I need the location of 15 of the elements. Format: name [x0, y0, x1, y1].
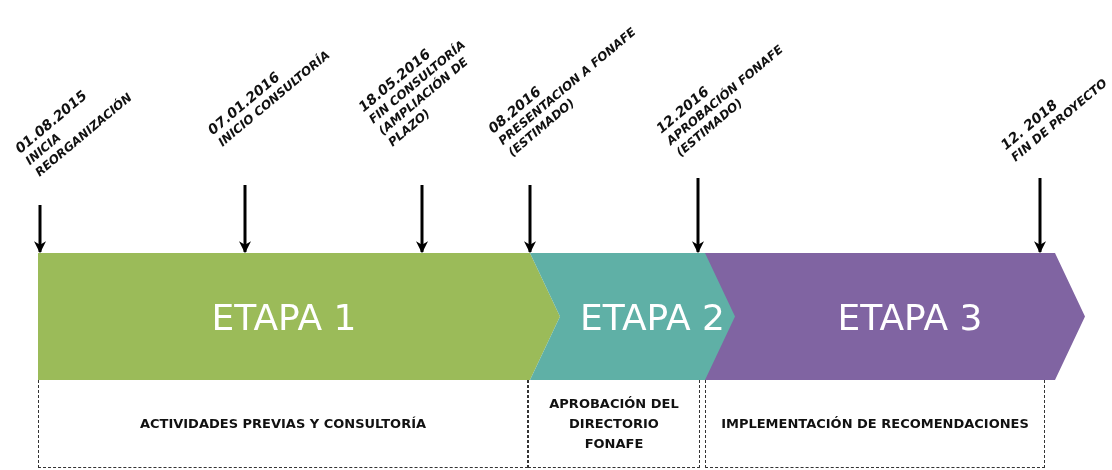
stage-description-box — [705, 380, 1045, 468]
arrow — [1034, 178, 1046, 254]
stage-description-box — [38, 380, 528, 468]
arrow — [524, 185, 536, 254]
arrow — [239, 185, 251, 254]
arrow — [416, 185, 428, 254]
arrow — [34, 205, 46, 254]
stage-title: ETAPA 3 — [837, 296, 983, 337]
stage-description: ACTIVIDADES PREVIAS Y CONSULTORÍA — [139, 414, 427, 433]
stage-description-box — [528, 380, 700, 468]
stage-title: ETAPA 1 — [211, 296, 357, 337]
stage-description: APROBACIÓN DEL DIRECTORIO FONAFE — [548, 394, 680, 453]
arrow — [692, 178, 704, 254]
stage-title: ETAPA 2 — [580, 296, 725, 337]
stage-description: IMPLEMENTACIÓN DE RECOMENDACIONES — [721, 414, 1029, 433]
